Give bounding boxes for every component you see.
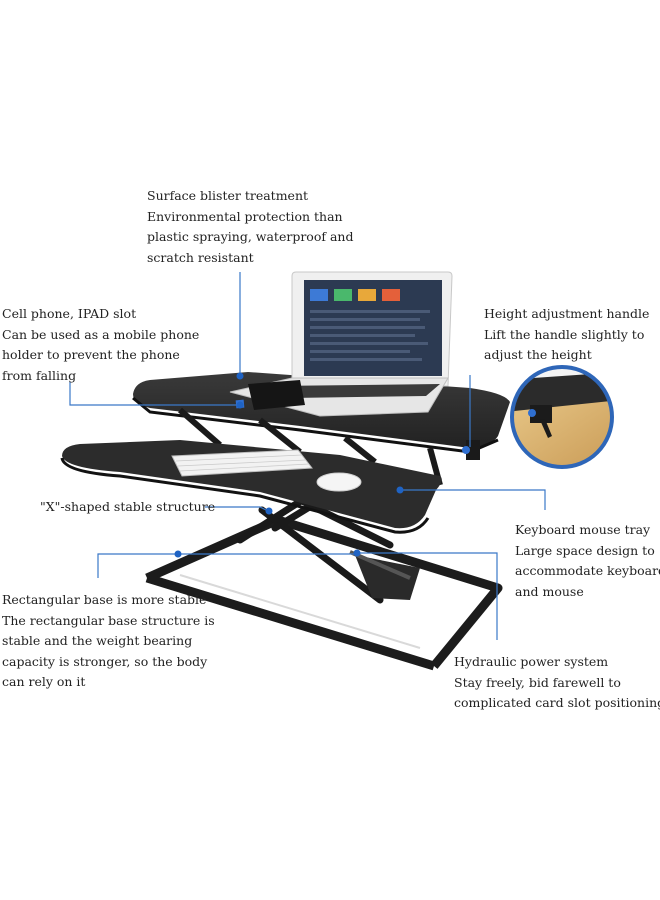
callout-phone-slot-line-2: Can be used as a mobile phone <box>2 326 200 342</box>
callout-keyboard-tray-line-4: and mouse <box>515 583 584 599</box>
callout-hydraulic-line-1: Hydraulic power system <box>454 654 609 669</box>
callout-base-line-3: stable and the weight bearing <box>2 633 193 648</box>
callout-phone-slot-line-3: holder to prevent the phone <box>2 347 180 362</box>
mouse <box>316 472 362 492</box>
leader-dots <box>174 372 404 558</box>
callout-x-structure-line-1: "X"-shaped stable structure <box>40 499 216 514</box>
callout-phone-slot: Cell phone, IPAD slot Can be used as a m… <box>2 304 199 386</box>
callout-phone-slot-line-4: from falling <box>2 367 77 383</box>
callout-x-structure: "X"-shaped stable structure <box>40 497 215 518</box>
callout-hydraulic-line-3: complicated card slot positioning <box>454 695 660 710</box>
callout-height-handle-line-2: Lift the handle slightly to <box>484 326 645 342</box>
callout-surface-line-4: scratch resistant <box>147 249 254 265</box>
rectangular-base <box>145 515 503 671</box>
callout-hydraulic-line-2: Stay freely, bid farewell to <box>454 674 621 690</box>
callout-height-handle-line-3: adjust the height <box>484 347 592 362</box>
callout-base-line-4: capacity is stronger, so the body <box>2 653 208 669</box>
callout-keyboard-tray: Keyboard mouse tray Large space design t… <box>515 520 660 602</box>
callout-height-handle-line-1: Height adjustment handle <box>484 306 650 321</box>
laptop <box>229 271 453 417</box>
callout-surface-line-1: Surface blister treatment <box>147 188 309 203</box>
callout-base-line-2: The rectangular base structure is <box>2 612 215 628</box>
callout-height-handle: Height adjustment handle Lift the handle… <box>484 304 649 366</box>
callout-keyboard-tray-line-3: accommodate keyboard <box>515 563 660 578</box>
hydraulic-cylinder <box>349 550 420 600</box>
callout-base-line-1: Rectangular base is more stable <box>2 592 207 607</box>
callout-surface-line-2: Environmental protection than <box>147 208 343 224</box>
base-highlight <box>179 574 421 649</box>
callout-base-line-5: can rely on it <box>2 674 86 689</box>
callout-keyboard-tray-line-1: Keyboard mouse tray <box>515 522 651 537</box>
handle-detail-circle <box>510 365 614 469</box>
callout-base: Rectangular base is more stable The rect… <box>2 590 215 693</box>
callout-keyboard-tray-line-2: Large space design to <box>515 542 655 558</box>
callout-surface-line-3: plastic spraying, waterproof and <box>147 229 354 244</box>
keyboard-tray <box>60 440 442 534</box>
keyboard <box>171 449 313 477</box>
leader-lines <box>69 272 546 640</box>
callout-phone-slot-line-1: Cell phone, IPAD slot <box>2 306 137 321</box>
callout-hydraulic: Hydraulic power system Stay freely, bid … <box>454 652 660 714</box>
callout-surface: Surface blister treatment Environmental … <box>147 186 353 268</box>
